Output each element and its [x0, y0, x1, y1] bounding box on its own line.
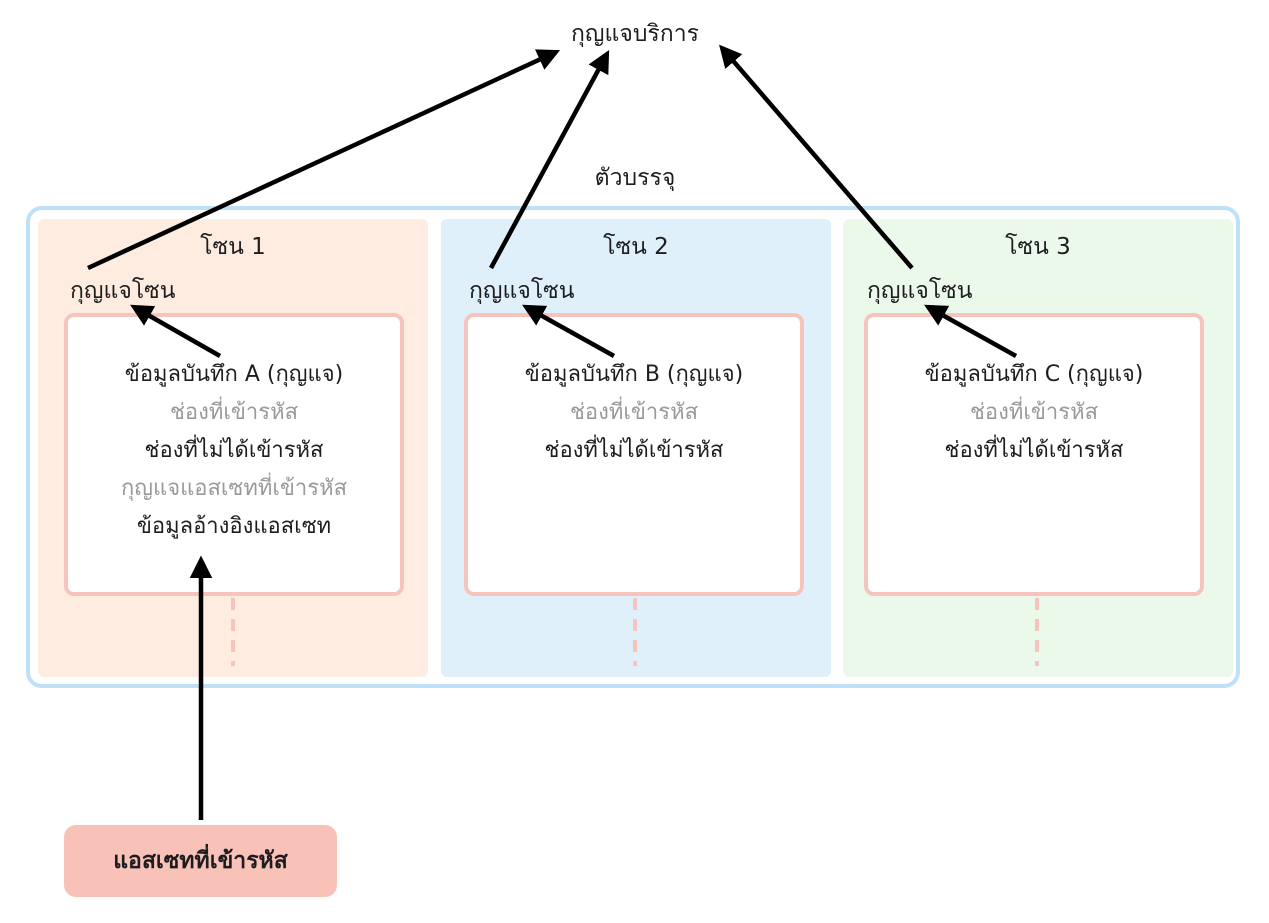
record-b-line: ช่องที่ไม่ได้เข้ารหัส — [544, 438, 724, 463]
record-b-line: ช่องที่เข้ารหัส — [569, 400, 699, 425]
encrypted-asset-box: แอสเซทที่เข้ารหัส — [64, 825, 337, 897]
arrow-record-b-to-zone-key — [522, 304, 616, 358]
record-b-fields: ข้อมูลบันทึก B (กุญแจ) ช่องที่เข้ารหัส ช… — [464, 356, 804, 470]
record-a-box — [64, 313, 404, 596]
record-b-title: ข้อมูลบันทึก B (กุญแจ) — [524, 362, 744, 387]
zone-1-key-label: กุญแจโซน — [70, 278, 176, 304]
record-c-box — [864, 313, 1204, 596]
record-c-fields: ข้อมูลบันทึก C (กุญแจ) ช่องที่เข้ารหัส ช… — [864, 356, 1204, 470]
encrypted-asset-label: แอสเซทที่เข้ารหัส — [113, 848, 288, 874]
record-a-title: ข้อมูลบันทึก A (กุญแจ) — [124, 362, 344, 387]
arrow-zone1-to-service-key — [87, 49, 561, 271]
record-a-line: ช่องที่เข้ารหัส — [169, 400, 299, 425]
container-box — [26, 206, 1240, 688]
arrow-zone3-to-service-key — [719, 44, 914, 270]
zone-2-key-label: กุญแจโซน — [469, 278, 575, 304]
zone-2-title: โซน 2 — [603, 234, 669, 260]
container-label: ตัวบรรจุ — [594, 165, 676, 191]
record-a-line: กุญแจแอสเซทที่เข้ารหัส — [120, 476, 348, 501]
record-c-line: ช่องที่ไม่ได้เข้ารหัส — [944, 438, 1124, 463]
zone-3-key-label: กุญแจโซน — [867, 278, 973, 304]
record-a-line: ช่องที่ไม่ได้เข้ารหัส — [144, 438, 324, 463]
zone-1-title: โซน 1 — [200, 234, 266, 260]
arrow-zone2-to-service-key — [489, 50, 610, 270]
record-a-fields: ข้อมูลบันทึก A (กุญแจ) ช่องที่เข้ารหัส ช… — [64, 356, 404, 546]
service-key-label: กุญแจบริการ — [571, 21, 699, 47]
record-c-title: ข้อมูลบันทึก C (กุญแจ) — [924, 362, 1144, 387]
record-c-line: ช่องที่เข้ารหัส — [969, 400, 1099, 425]
zone-3-title: โซน 3 — [1005, 234, 1071, 260]
record-a-line: ข้อมูลอ้างอิงแอสเซท — [136, 514, 332, 539]
record-b-box — [464, 313, 804, 596]
arrow-record-a-to-zone-key — [130, 304, 222, 358]
arrow-record-c-to-zone-key — [924, 304, 1018, 358]
